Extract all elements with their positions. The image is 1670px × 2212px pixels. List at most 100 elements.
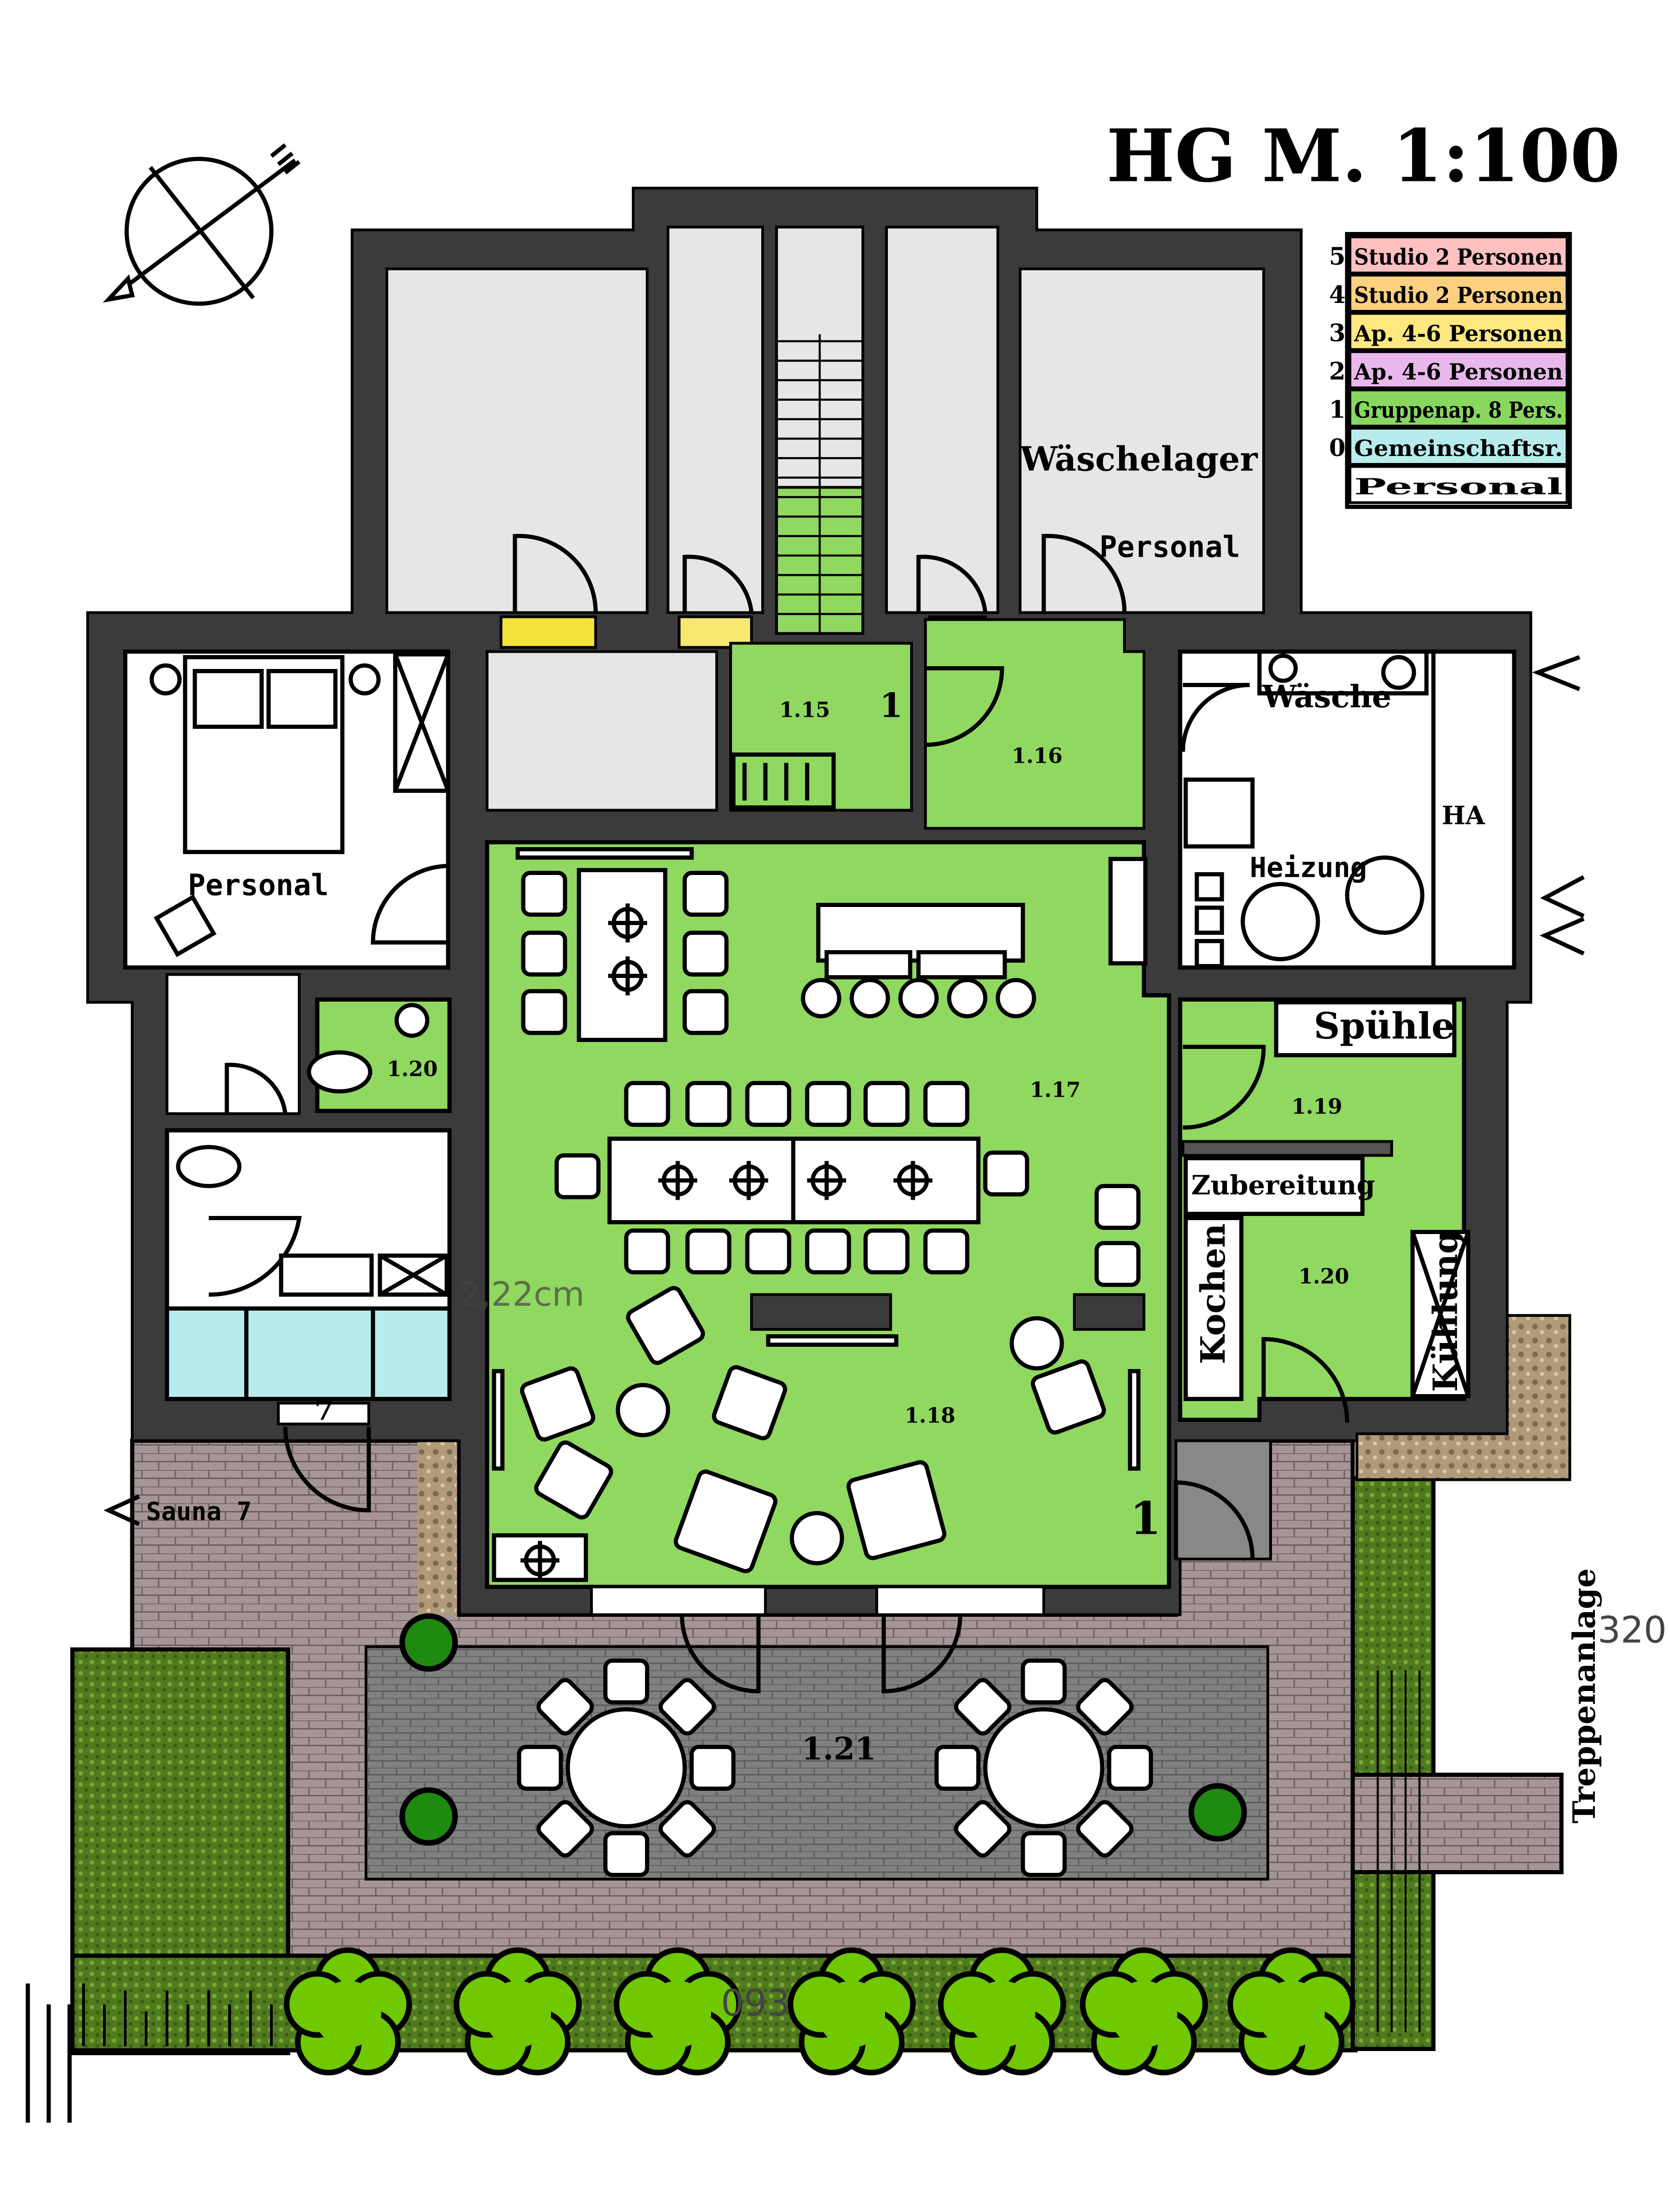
column [1073,1293,1145,1331]
dining-table [577,868,668,1042]
chair [934,1745,981,1791]
chair [517,1745,563,1791]
chair [624,1228,670,1274]
chair [983,1151,1029,1196]
label-personal-left: Personal [188,868,328,902]
label-spuehle: Spühle [1314,1005,1455,1048]
chair [603,1831,649,1877]
table-leg-icon [807,1161,846,1200]
chair [520,1366,596,1442]
chair [954,1678,1012,1736]
tree-icon [1227,1947,1355,2076]
legend-item: Personal [1349,465,1568,504]
radiator [492,1369,505,1471]
tree-center [1258,1981,1325,2048]
chair [521,989,567,1035]
planter-shrub [1188,1783,1247,1842]
legend-swatch [1349,273,1568,313]
chair [1076,1678,1134,1736]
legend-swatch [1349,312,1568,351]
planter-shrub [399,1787,458,1846]
label-waeschelager: Wäschelager [1020,439,1258,479]
table-leg-icon [729,1161,768,1200]
tree-icon [1080,1947,1208,2076]
fence-ticks [82,1983,273,2046]
chair [674,1469,777,1574]
prep-counter [1183,1156,1365,1216]
tank [1240,882,1320,961]
chair [682,989,729,1035]
tree-center [315,1981,381,2048]
shelf [515,847,694,860]
counter-bench [824,950,912,979]
door-swing [881,1614,963,1694]
chair [1107,1745,1153,1791]
legend-number: 2 [1329,358,1346,386]
legend-label: Studio 2 Personen [1354,283,1563,309]
tank [1345,855,1425,935]
chair [954,1800,1012,1858]
coat-rack [731,752,836,810]
table-leg-icon [520,1541,559,1580]
label-1-18: 1.18 [905,1403,956,1428]
chair [923,1228,970,1274]
toilet-icon [307,1050,373,1093]
lawn-right [1350,1476,1436,2051]
outdoor-stairs [1376,1670,1421,2032]
chair [863,1228,910,1274]
label-1-21: 1.21 [802,1731,876,1767]
label-sauna-mark: 7 [315,1395,334,1427]
tree-icon [788,1947,916,2076]
chair [554,1153,601,1199]
tree-center [1111,1981,1177,2048]
legend-swatch [1349,465,1568,504]
tree-icon [938,1947,1066,2076]
label-1-19: 1.19 [1291,1094,1342,1119]
tree-center [969,1981,1035,2048]
label-1-15-mark: 1 [880,686,903,725]
window-marker [1532,655,1580,691]
plan-title: HG M. 1:100 [1106,114,1620,199]
dimension-bottom: 093 [721,1983,790,2025]
terrace-door [875,1585,1045,1616]
side-table [616,1383,670,1437]
chair [534,1440,613,1520]
chair [805,1081,851,1127]
radiator [1128,1369,1141,1471]
table-leg-icon [608,903,647,943]
tree-icon [284,1947,412,2076]
legend-label: Ap. 4-6 Personen [1354,359,1563,385]
legend-item: 1 Gruppenap. 8 Pers. [1329,388,1568,428]
terrace-door [590,1585,767,1616]
legend-number: 3 [1329,320,1346,347]
legend-label: Gemeinschaftsr. [1354,436,1563,462]
chair [521,931,567,977]
chair [1021,1659,1067,1704]
label-personal-top: Personal [1099,530,1240,564]
planter-shrub [399,1613,458,1672]
stove-counter [1183,1216,1244,1401]
chair [626,1286,705,1365]
fence-posts [26,1983,72,2123]
table-leg-icon [658,1161,697,1200]
column [750,1293,892,1331]
chair [846,1460,947,1560]
sink-counter [1274,1000,1457,1057]
side-table [1009,1316,1064,1370]
label-heizung: Heizung [1250,852,1367,884]
legend-swatch [1349,235,1568,275]
round-table [565,1707,687,1828]
chair [603,1659,649,1704]
tree-center [484,1981,551,2048]
legend-number: 1 [1329,396,1346,424]
sauna-room [165,1306,452,1401]
chair [1094,1241,1141,1287]
label-1-20: 1.20 [1298,1264,1349,1289]
chair [745,1081,791,1127]
legend-label: Gruppenap. 8 Pers. [1354,398,1563,424]
toilet-icon [176,1145,242,1188]
stair-landing [1350,1773,1564,1874]
chair [536,1800,594,1858]
